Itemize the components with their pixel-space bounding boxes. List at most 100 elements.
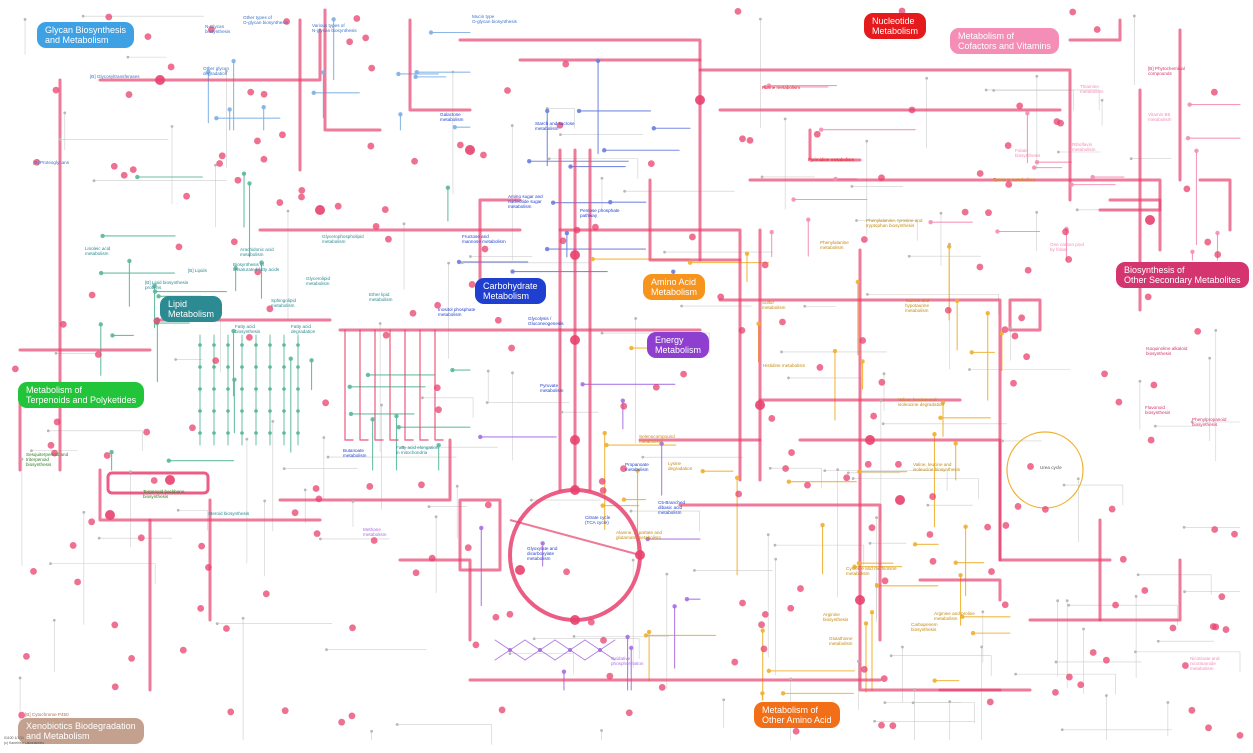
background-compound-node (634, 317, 637, 320)
background-compound-node (1157, 640, 1160, 643)
background-compound-node (823, 469, 826, 472)
background-compound-node (263, 500, 266, 503)
highlighted-compound-node (788, 449, 795, 456)
highlighted-compound-node (1090, 649, 1097, 656)
background-compound-node (379, 322, 382, 325)
fatty-acid-node (198, 343, 202, 347)
highlighted-compound-node (977, 170, 984, 177)
background-compound-node (1208, 357, 1211, 360)
highlighted-compound-node (1005, 142, 1012, 149)
highlighted-compound-node (279, 131, 286, 138)
c5-branched-label: C5-Branched dibasic acid metabolism (658, 500, 685, 515)
highlighted-compound-node (1120, 556, 1127, 563)
highlighted-compound-node (731, 659, 738, 666)
highlighted-compound-node (1094, 26, 1101, 33)
highlighted-compound-node (1150, 382, 1157, 389)
highlighted-compound-node (562, 61, 569, 68)
background-compound-node (509, 652, 512, 655)
hub-compound-node (855, 595, 865, 605)
fatty-acid-node (282, 431, 286, 435)
background-compound-node (1183, 590, 1186, 593)
highlighted-compound-node (1148, 437, 1155, 444)
background-compound-node (573, 635, 576, 638)
colored-compound-node (819, 128, 823, 132)
colored-compound-node (99, 322, 103, 326)
colored-compound-node (397, 425, 401, 429)
colored-compound-node (1032, 165, 1036, 169)
highlighted-compound-node (492, 614, 499, 621)
background-pathway-line (397, 725, 492, 745)
inositol-label: Inositol phosphate metabolism (438, 307, 475, 317)
highlighted-compound-node (60, 321, 67, 328)
fatty-acid-node (254, 365, 258, 369)
fatty-acid-node (268, 431, 272, 435)
glycosyltransferases-label: [B] Glycosyltransferases (90, 74, 140, 79)
background-compound-node (1061, 728, 1064, 731)
highlighted-compound-node (313, 485, 320, 492)
nicotinate-label: Nicotinate and nicotinamide metabolism (1190, 656, 1219, 671)
fatty-acid-node (268, 343, 272, 347)
highlighted-compound-node (353, 15, 360, 22)
lipid-category-badge: Lipid Metabolism (160, 296, 222, 322)
background-compound-node (852, 477, 855, 480)
colored-compound-node (932, 432, 936, 436)
colored-compound-node (450, 368, 454, 372)
background-compound-node (1001, 440, 1004, 443)
background-compound-node (59, 138, 62, 141)
fructose-label: Fructose and mannose metabolism (462, 234, 506, 244)
colored-compound-node (331, 17, 335, 21)
background-compound-node (803, 305, 806, 308)
methane-label: Methane metabolism (363, 527, 387, 537)
fatty-acid-degradation-label: Fatty acid degradation (291, 324, 315, 334)
highlighted-compound-node (1062, 228, 1069, 235)
highlighted-compound-node (984, 524, 991, 531)
highlighted-compound-node (506, 611, 513, 618)
highlighted-compound-node (382, 206, 389, 213)
highlighted-compound-node (1112, 602, 1119, 609)
fatty-acid-node (268, 365, 272, 369)
highlighted-compound-node (126, 91, 133, 98)
colored-compound-node (429, 30, 433, 34)
oxidative-phosphorylation-node (598, 648, 602, 652)
highlighted-compound-node (787, 605, 794, 612)
highlighted-compound-node (183, 193, 190, 200)
phytochemical-label: [B] Phytochemical compounds (1148, 66, 1185, 76)
highlighted-compound-node (335, 203, 342, 210)
colored-compound-node (232, 378, 236, 382)
ether-lipid-label: Ether lipid metabolism (369, 292, 393, 302)
background-compound-node (769, 467, 772, 470)
colored-compound-node (247, 181, 251, 185)
compound-nodes (12, 8, 1243, 739)
background-compound-node (487, 370, 490, 373)
colored-compound-node (947, 244, 951, 248)
highlighted-compound-node (292, 509, 299, 516)
valine-biosynthesis-label: Valine, leucine and isoleucine biosynthe… (913, 462, 960, 472)
highlighted-compound-node (435, 406, 442, 413)
galactose-label: Galactose metabolism (440, 112, 464, 122)
background-compound-node (82, 15, 85, 18)
glycolysis-label: Glycolysis / Gluconeogenesis (528, 316, 564, 326)
folate-label: Folate biosynthesis (1015, 148, 1040, 158)
highlighted-compound-node (338, 719, 345, 726)
background-compound-node (216, 622, 219, 625)
background-compound-node (663, 251, 666, 254)
background-compound-node (1082, 628, 1085, 631)
background-compound-node (403, 222, 406, 225)
highlighted-compound-node (793, 728, 800, 735)
background-compound-node (600, 729, 603, 732)
highlighted-compound-node (168, 64, 175, 71)
glutamate-label: Alanine, aspartate and glutamate metabol… (616, 530, 662, 540)
background-compound-node (1077, 477, 1080, 480)
highlighted-compound-node (23, 653, 30, 660)
colored-compound-node (457, 260, 461, 264)
highlighted-compound-node (945, 307, 952, 314)
highlighted-compound-node (205, 564, 212, 571)
background-compound-node (1063, 484, 1066, 487)
background-compound-node (511, 124, 514, 127)
colored-compound-node (629, 646, 633, 650)
fatty-acid-node (212, 431, 216, 435)
background-compound-node (1135, 595, 1138, 598)
highlighted-compound-node (592, 224, 599, 231)
colored-compound-node (971, 631, 975, 635)
highlighted-compound-node (1223, 626, 1230, 633)
